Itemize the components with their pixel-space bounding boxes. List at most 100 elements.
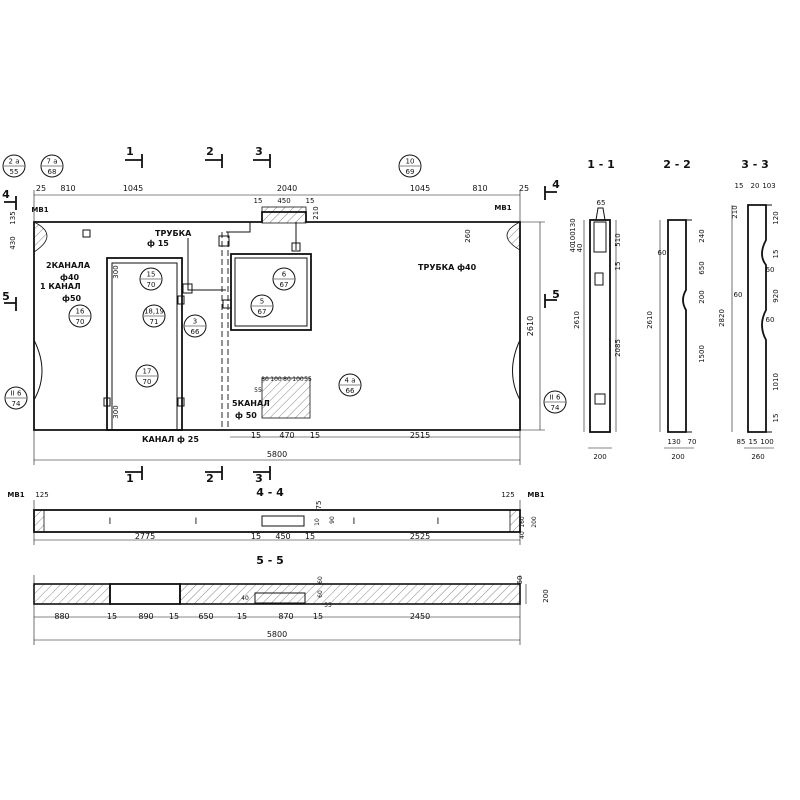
- dimension-label: 200: [531, 516, 538, 528]
- callout-circle: 667: [272, 267, 296, 291]
- callout-top: 3: [193, 318, 197, 326]
- dimension-label: 130: [569, 218, 577, 231]
- callout-top: 6: [282, 271, 287, 279]
- dimension-label: 1500: [698, 345, 706, 363]
- section-4-4: [33, 500, 521, 545]
- dimension-label: 450: [275, 532, 290, 541]
- callout-top: 4 а: [345, 377, 356, 385]
- dimension-label: 260: [464, 229, 472, 242]
- callout-top: 7 а: [47, 158, 58, 166]
- callout-top: 10: [406, 158, 415, 166]
- callout-bottom: 74: [551, 404, 560, 412]
- top-notch-hatch: [261, 206, 307, 224]
- section-cut-mark: 2: [206, 145, 214, 158]
- door-opening-inner: [111, 262, 178, 431]
- section-cut-mark: 3: [255, 145, 263, 158]
- callout-bottom: 68: [48, 168, 57, 176]
- section-1-1-outline: [589, 219, 611, 433]
- dimension-label: 1045: [410, 184, 430, 193]
- dimension-label: 2610: [646, 311, 654, 329]
- right-side-bulge: [512, 339, 521, 401]
- dimension-label: 2610: [526, 316, 535, 336]
- dimension-label: 120: [772, 211, 780, 224]
- mb1-label: МВ1: [31, 206, 48, 214]
- dimension-label: 100: [569, 231, 577, 244]
- section-title: 1 - 1: [587, 158, 615, 171]
- pipe-box: [182, 283, 193, 294]
- section-title: 4 - 4: [256, 486, 284, 499]
- section-title: 3 - 3: [741, 158, 769, 171]
- dimension-label: 240: [698, 229, 706, 242]
- section-cut-mark: 1: [126, 472, 134, 485]
- dimension-label: 60: [734, 291, 743, 299]
- section-5-5-segment-left: [33, 583, 111, 605]
- note-label: 1 КАНАЛ: [40, 282, 81, 291]
- section-5-5-channels: [254, 592, 306, 604]
- callout-top: 18,19: [144, 308, 164, 316]
- callout-top: 2 а: [9, 158, 20, 166]
- dimension-label: 430: [9, 236, 17, 249]
- dimension-label: 2040: [277, 184, 297, 193]
- dimension-label: 130: [667, 438, 680, 446]
- callout-circle: 4 а66: [338, 373, 362, 397]
- dimension-label: 15: [305, 532, 315, 541]
- anchor-box: [103, 397, 111, 407]
- pipe-box: [222, 299, 232, 309]
- dimension-label: 200: [593, 453, 606, 461]
- section-title: 2 - 2: [663, 158, 691, 171]
- callout-top: II 6: [550, 394, 561, 402]
- section-1-1: [583, 207, 617, 449]
- callout-bottom: 70: [147, 281, 156, 289]
- note-label: 5КАНАЛ: [232, 399, 270, 408]
- callout-top: II 6: [11, 390, 22, 398]
- dimension-label: 40: [519, 531, 526, 539]
- dimension-label: 2515: [410, 431, 430, 440]
- callout-bottom: 55: [10, 168, 19, 176]
- callout-bottom: 70: [143, 378, 152, 386]
- section-5-5-segment-right: [179, 583, 521, 605]
- section-cut-mark: 4: [552, 178, 560, 191]
- bottom-channels-hatch: [261, 377, 311, 419]
- dimension-label: 15: [749, 438, 758, 446]
- note-label: ф 15: [147, 239, 169, 248]
- dimension-label: 15: [310, 431, 320, 440]
- callout-bottom: 66: [191, 328, 200, 336]
- dimension-label: 75: [315, 501, 323, 510]
- callout-circle: 2 а55: [2, 154, 26, 178]
- section-title: 5 - 5: [256, 554, 284, 567]
- dimension-label: 650: [198, 612, 213, 621]
- section-4-4-left-end: [33, 509, 45, 533]
- dimension-label: 60: [766, 316, 775, 324]
- dimension-label: 810: [472, 184, 487, 193]
- callout-top: 5: [260, 298, 264, 306]
- section-mark: I: [437, 517, 440, 527]
- dimension-label: 100: [270, 376, 282, 383]
- window-opening: [230, 253, 312, 331]
- section-mark: I: [109, 517, 112, 527]
- section-5-5: [33, 575, 527, 645]
- dimension-label: 1010: [772, 373, 780, 391]
- dimension-label: 510: [614, 233, 622, 246]
- dimension-label: 15: [169, 612, 179, 621]
- dimension-label: 5800: [267, 630, 287, 639]
- dimension-label: 15: [772, 414, 780, 423]
- section-cut-mark: 1: [126, 145, 134, 158]
- section-3-3-outline: [747, 204, 767, 433]
- dimension-label: 2085: [614, 339, 622, 357]
- callout-circle: 366: [183, 314, 207, 338]
- dimension-label: 470: [279, 431, 294, 440]
- dimension-label: 10: [314, 518, 321, 526]
- left-edge-hatch: [33, 221, 48, 253]
- note-label: ф 50: [235, 411, 257, 420]
- section-mark: I: [353, 517, 356, 527]
- callout-bottom: 67: [258, 308, 267, 316]
- mb1-label: МВ1: [494, 204, 511, 212]
- dimension-label: 890: [138, 612, 153, 621]
- note-label: 2КАНАЛА: [46, 261, 91, 270]
- callout-circle: 567: [250, 294, 274, 318]
